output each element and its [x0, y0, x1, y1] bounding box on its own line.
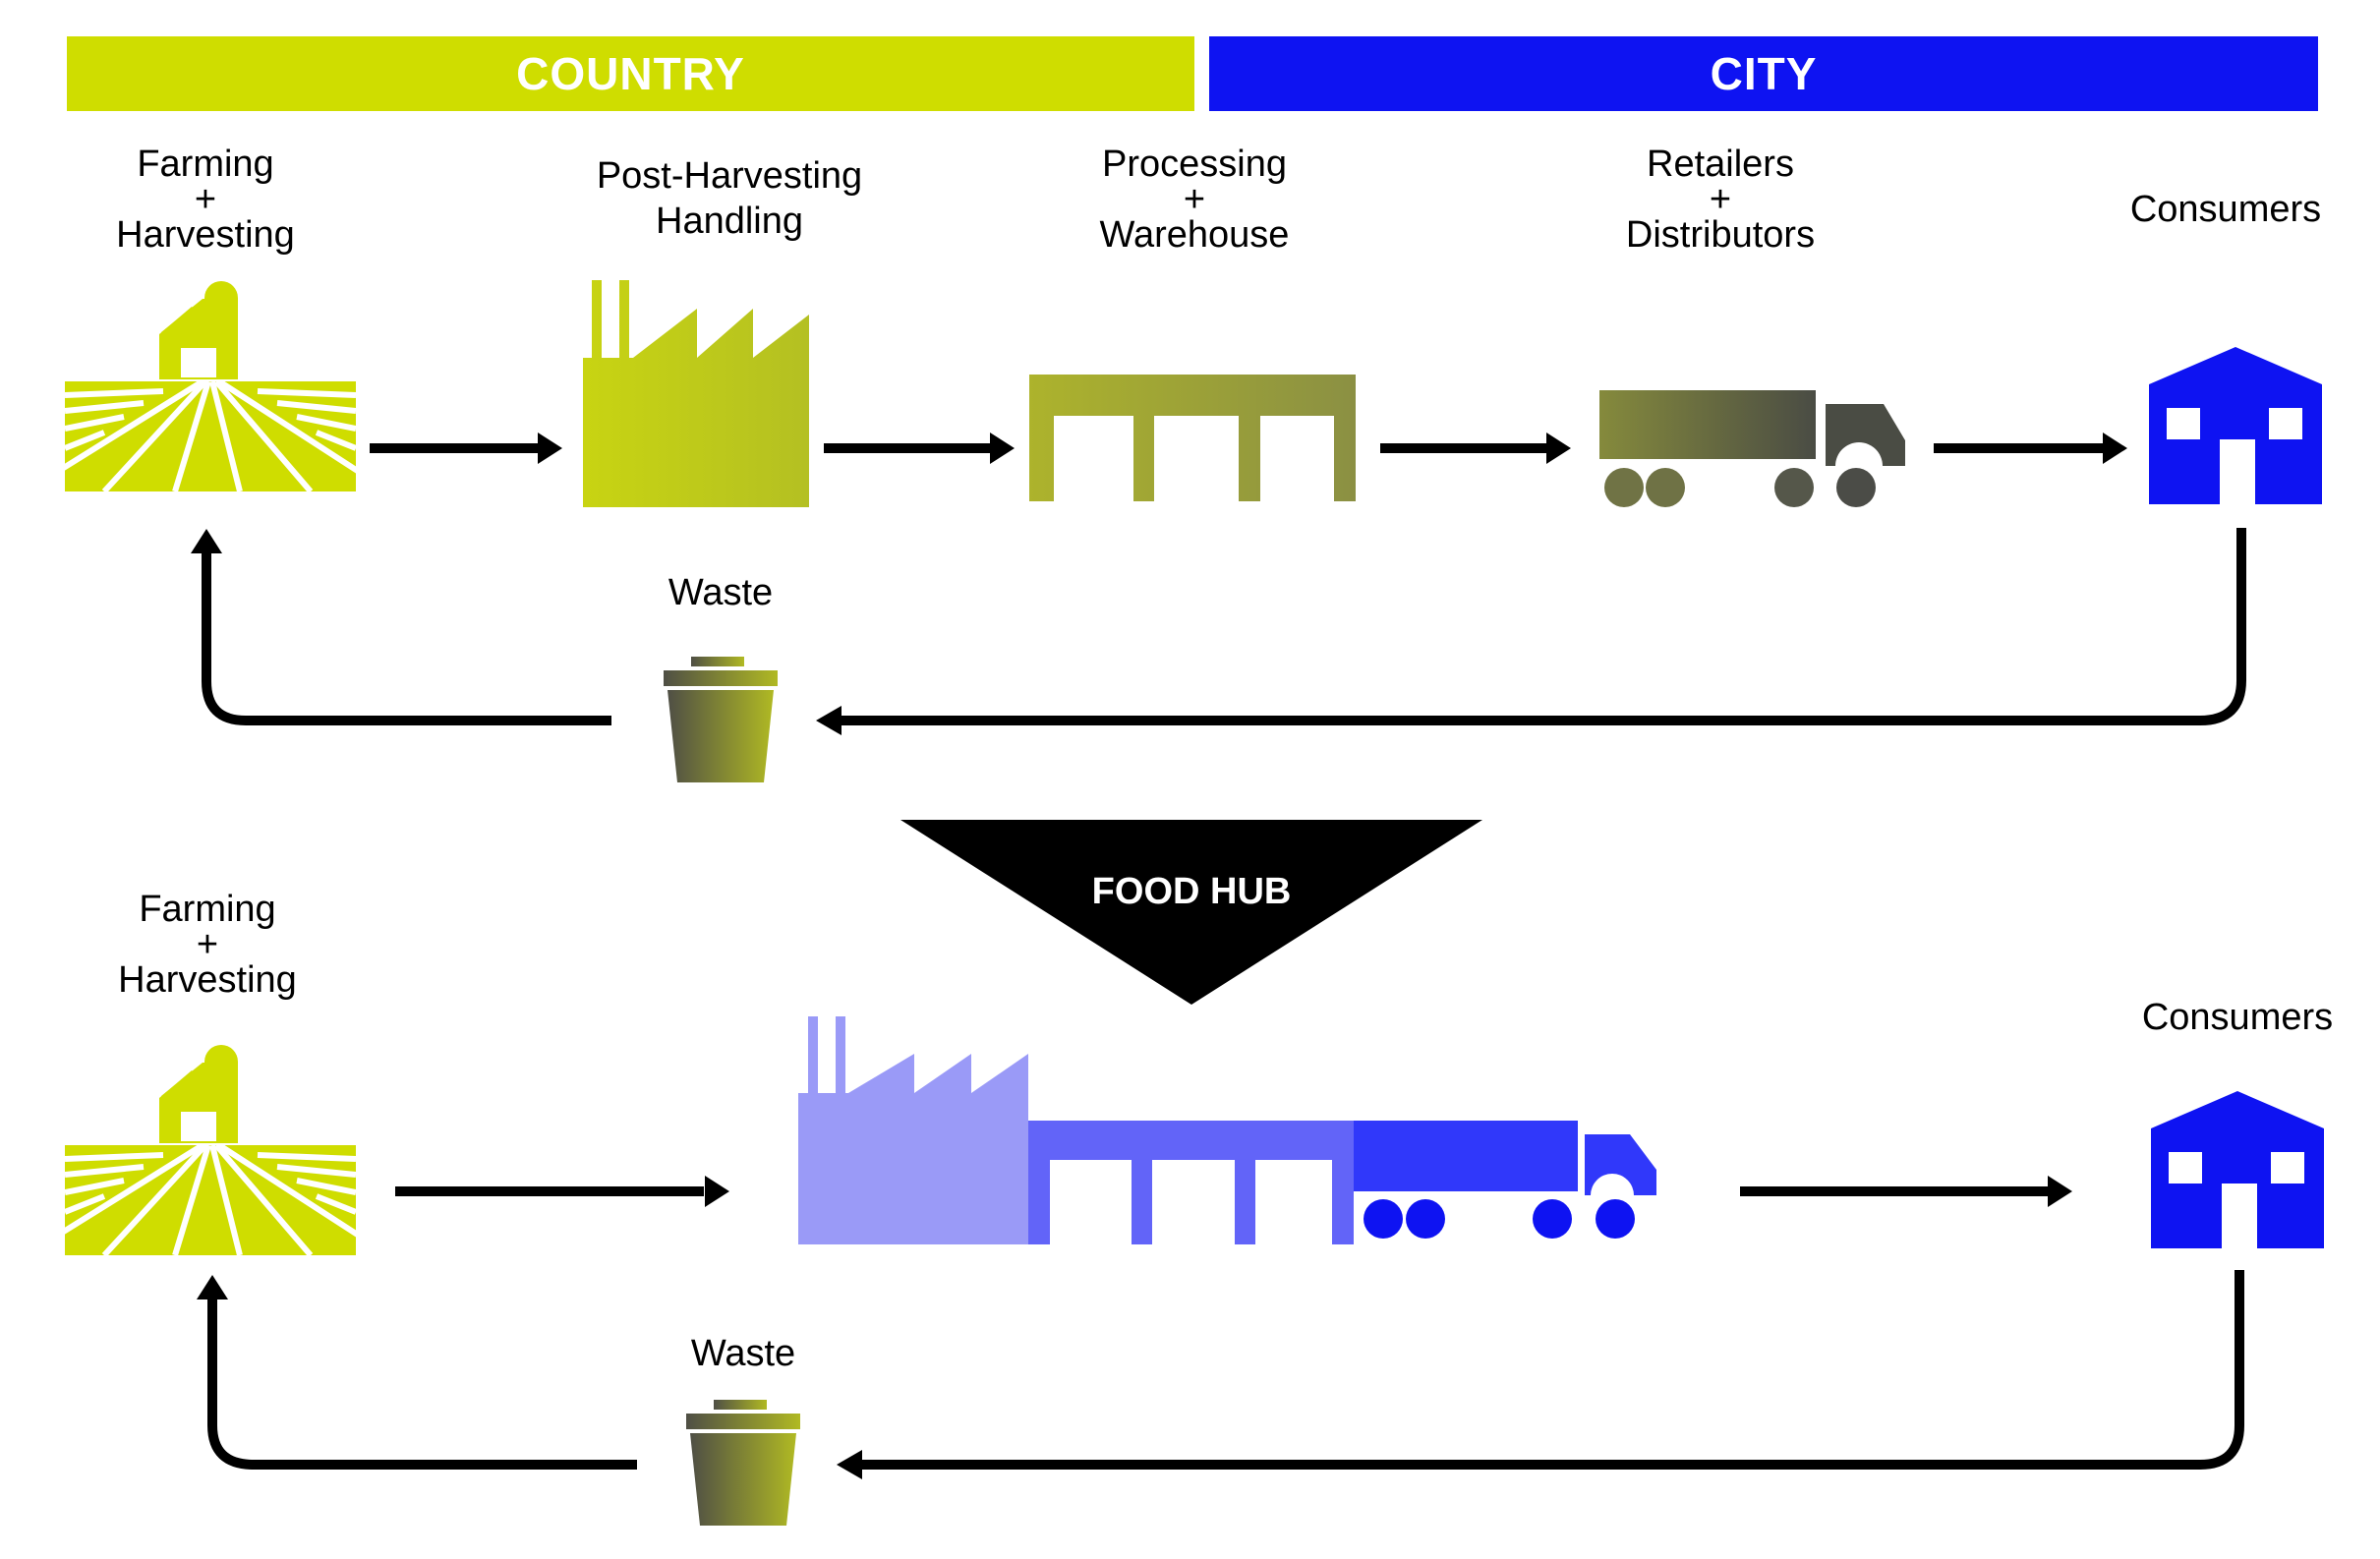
bottom-consumers-label: Consumers — [2141, 997, 2334, 1038]
post-harvest-label: Post-Harvesting Handling — [596, 155, 863, 242]
hub-truck-icon — [1354, 1121, 1656, 1239]
country-band-label: COUNTRY — [516, 48, 745, 99]
retailers-truck-icon — [1599, 390, 1905, 507]
bottom-waste-return-arrow — [197, 1270, 2244, 1479]
arrowhead — [538, 433, 562, 464]
country-band: COUNTRY — [67, 36, 1194, 111]
food-hub-combined-icon — [798, 1016, 1656, 1244]
processing-label: Processing + Warehouse — [1099, 144, 1290, 256]
top-waste-return-arrow — [191, 528, 2246, 735]
bottom-farm-icon — [26, 1045, 389, 1255]
processing-warehouse-icon — [1029, 375, 1356, 501]
bottom-consumers-house-icon — [2151, 1091, 2324, 1248]
top-waste-bin-icon — [664, 657, 778, 782]
top-consumers-label: Consumers — [2129, 189, 2322, 230]
top-consumers-house-icon — [2149, 347, 2322, 504]
bottom-waste-bin-icon — [686, 1400, 800, 1526]
top-farm-icon — [26, 281, 389, 491]
hub-warehouse-icon — [1028, 1121, 1354, 1244]
city-band-label: CITY — [1710, 48, 1818, 99]
top-farming-label: Farming + Harvesting — [116, 144, 295, 256]
food-hub-label: FOOD HUB — [1092, 871, 1292, 912]
top-waste-label: Waste — [668, 572, 774, 613]
retailers-label: Retailers + Distributors — [1625, 144, 1816, 256]
post-harvest-factory-icon — [583, 280, 809, 507]
hub-factory-icon — [798, 1016, 1028, 1244]
bottom-waste-label: Waste — [690, 1333, 796, 1374]
city-band: CITY — [1209, 36, 2318, 111]
bottom-farming-label: Farming + Harvesting — [118, 889, 297, 1001]
food-hub-triangle: FOOD HUB — [900, 820, 1482, 1005]
